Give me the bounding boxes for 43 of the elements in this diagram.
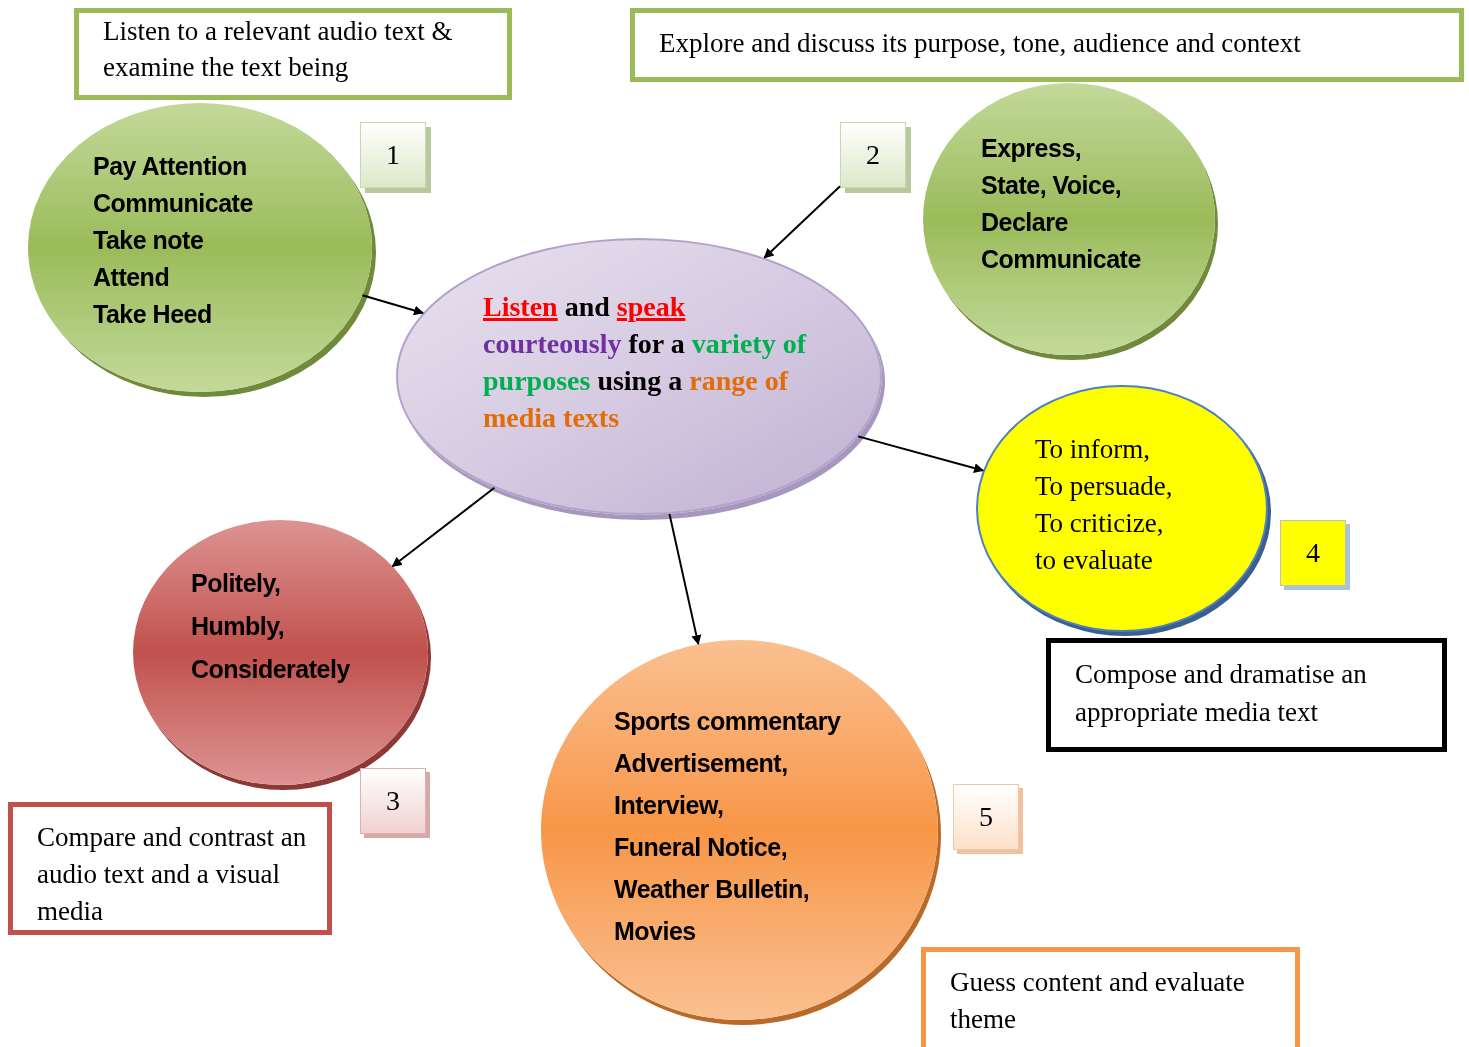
node-text: to evaluate — [1035, 544, 1153, 577]
text-box — [74, 8, 512, 100]
node-text: Take note — [93, 225, 204, 256]
node-text: Listen and speak courteously for a variety of purposes using a range of media texts — [483, 290, 808, 435]
node-text: Listen to a relevant audio text & examine the text being — [103, 15, 454, 84]
text-box — [921, 947, 1300, 1047]
arrow — [763, 185, 841, 259]
arrow — [391, 486, 496, 568]
node-text: To inform, — [1035, 433, 1151, 466]
node-text: Guess content and evaluate theme — [950, 966, 1246, 1036]
node-text: Politely, — [191, 568, 281, 599]
node-text: Advertisement, — [614, 748, 788, 779]
node-text: Attend — [93, 262, 170, 293]
node-text: Explore and discuss its purpose, tone, audience and context — [659, 27, 1302, 60]
arrow — [857, 435, 985, 473]
node-text: Sports commentary — [614, 706, 841, 737]
text-box — [1046, 638, 1447, 752]
node-text: 4 — [1306, 536, 1320, 570]
node-text: Humbly, — [191, 611, 285, 642]
node-text: 2 — [866, 138, 880, 172]
node-text: Communicate — [93, 188, 253, 219]
node-text: Funeral Notice, — [614, 832, 788, 863]
node-text: Take Heed — [93, 299, 212, 330]
node-text: Communicate — [981, 244, 1141, 275]
node-text: Compose and dramatise an appropriate media text — [1075, 658, 1368, 729]
text-box — [8, 802, 332, 935]
node-text: 1 — [386, 138, 400, 172]
node-text: To persuade, — [1035, 470, 1173, 503]
node-text: To criticize, — [1035, 507, 1164, 540]
arrow — [361, 294, 424, 316]
node-text: 5 — [979, 800, 993, 834]
node-text: Express, — [981, 133, 1082, 164]
node-text: Considerately — [191, 654, 350, 685]
arrow — [668, 512, 702, 646]
node-text: Movies — [614, 916, 696, 947]
node-text: Weather Bulletin, — [614, 874, 810, 905]
node-text: 3 — [386, 784, 400, 818]
node-text: Declare — [981, 207, 1068, 238]
node-text: State, Voice, — [981, 170, 1122, 201]
text-box — [630, 8, 1464, 82]
node-text: Compare and contrast an audio text and a visual media — [37, 821, 308, 928]
node-text: Pay Attention — [93, 151, 247, 182]
node-text: Interview, — [614, 790, 724, 821]
